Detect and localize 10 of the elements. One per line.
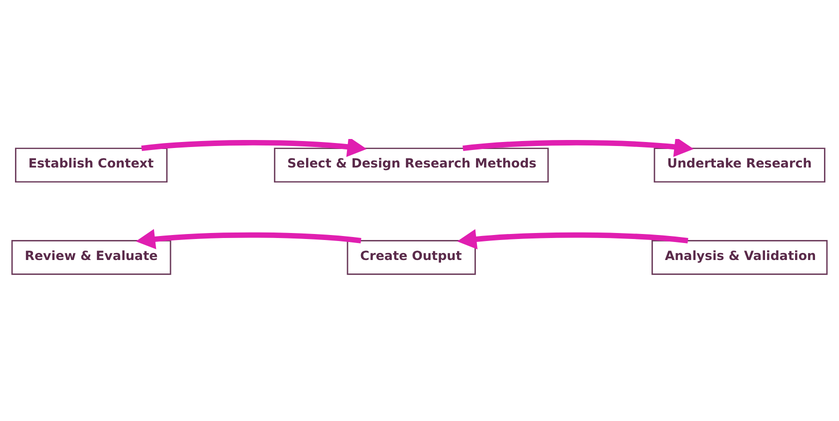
arrow (141, 138, 367, 156)
node-box: Create Output (346, 240, 476, 274)
arrow (136, 228, 362, 249)
node-box: Establish Context (15, 147, 168, 182)
node-box: Select & Design Research Methods (274, 147, 549, 182)
arrow (462, 138, 694, 156)
node-box: Analysis & Validation (652, 240, 828, 274)
node-box: Undertake Research (654, 147, 826, 182)
arrow (457, 228, 688, 249)
node-box: Review & Evaluate (11, 240, 172, 274)
